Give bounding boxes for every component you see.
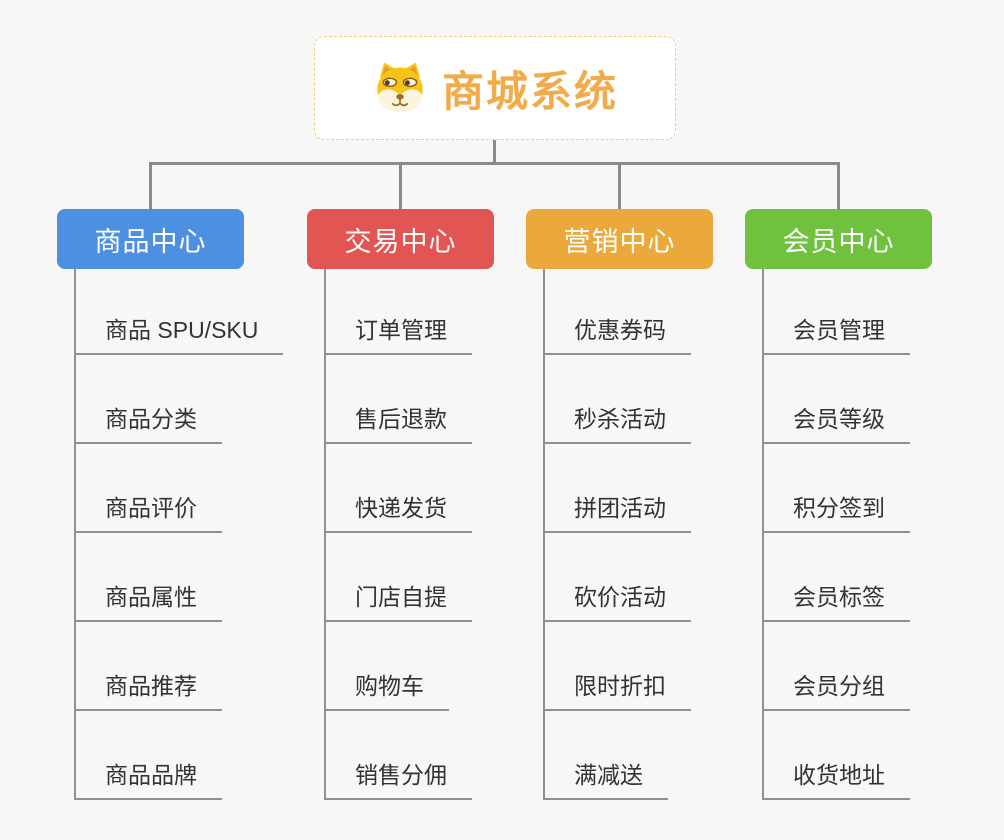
leaf-topic[interactable]: 会员标签	[764, 580, 910, 622]
branch-children-trade: 订单管理 售后退款 快递发货 门店自提 购物车 销售分佣	[324, 269, 554, 800]
branch-topic-trade-center[interactable]: 交易中心	[307, 209, 494, 269]
connector-root-stub	[493, 140, 496, 164]
leaf-topic[interactable]: 订单管理	[326, 313, 472, 355]
connector-drop-member	[837, 164, 840, 209]
branch-topic-product-center[interactable]: 商品中心	[57, 209, 244, 269]
branch-children-member: 会员管理 会员等级 积分签到 会员标签 会员分组 收货地址	[762, 269, 992, 800]
leaf-topic[interactable]: 优惠券码	[545, 313, 691, 355]
leaf-topic[interactable]: 拼团活动	[545, 491, 691, 533]
leaf-topic[interactable]: 售后退款	[326, 402, 472, 444]
leaf-topic[interactable]: 会员等级	[764, 402, 910, 444]
root-topic-title: 商城系统	[441, 67, 618, 115]
leaf-topic[interactable]: 收货地址	[764, 758, 910, 800]
connector-drop-product	[149, 164, 152, 209]
branch-topic-marketing-center[interactable]: 营销中心	[526, 209, 713, 269]
leaf-topic[interactable]: 商品评价	[76, 491, 222, 533]
dog-face-icon	[372, 60, 428, 116]
branch-children-product: 商品 SPU/SKU 商品分类 商品评价 商品属性 商品推荐 商品品牌	[74, 269, 304, 800]
connector-drop-marketing	[618, 164, 621, 209]
branch-topic-member-center[interactable]: 会员中心	[745, 209, 932, 269]
leaf-topic[interactable]: 商品 SPU/SKU	[76, 313, 284, 355]
leaf-topic[interactable]: 商品推荐	[76, 669, 222, 711]
connector-drop-trade	[399, 164, 402, 209]
branch-children-marketing: 优惠券码 秒杀活动 拼团活动 砍价活动 限时折扣 满减送	[543, 269, 773, 800]
leaf-topic[interactable]: 砍价活动	[545, 580, 691, 622]
leaf-topic[interactable]: 满减送	[545, 758, 668, 800]
connector-trunk-line	[149, 162, 840, 165]
leaf-topic[interactable]: 商品属性	[76, 580, 222, 622]
leaf-topic[interactable]: 积分签到	[764, 491, 910, 533]
leaf-topic[interactable]: 销售分佣	[326, 758, 472, 800]
leaf-topic[interactable]: 门店自提	[326, 580, 472, 622]
leaf-topic[interactable]: 购物车	[326, 669, 449, 711]
leaf-topic[interactable]: 商品分类	[76, 402, 222, 444]
leaf-topic[interactable]: 秒杀活动	[545, 402, 691, 444]
leaf-topic[interactable]: 快递发货	[326, 491, 472, 533]
leaf-topic[interactable]: 会员分组	[764, 669, 910, 711]
leaf-topic[interactable]: 限时折扣	[545, 669, 691, 711]
root-topic[interactable]: 商城系统	[314, 36, 676, 140]
leaf-topic[interactable]: 商品品牌	[76, 758, 222, 800]
leaf-topic[interactable]: 会员管理	[764, 313, 910, 355]
